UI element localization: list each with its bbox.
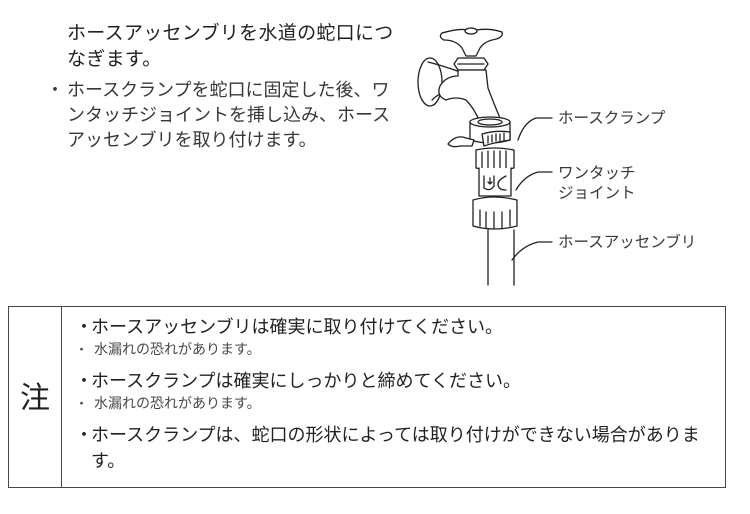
- callout-one-touch-joint-line2: ジョイント: [558, 184, 636, 202]
- note-item: ・ ホースクランプは確実にしっかりと締めてください。 ・ 水漏れの恐れがあります…: [69, 369, 719, 414]
- faucet-illustration: ホースクランプ ワンタッチ ジョイント ホースアッセンブリ: [400, 0, 750, 300]
- note-item: ・ ホースアッセンブリは確実に取り付けてください。 ・ 水漏れの恐れがあります。: [69, 315, 719, 360]
- note-subtext: 水漏れの恐れがあります。: [94, 342, 261, 358]
- instruction-title: ホースアッセンブリを水道の蛇口につなぎます。: [67, 22, 394, 70]
- bullet: ・: [75, 317, 93, 338]
- callout-hose-clamp: ホースクランプ: [558, 109, 666, 127]
- note-subtext: 水漏れの恐れがあります。: [94, 396, 261, 412]
- note-text: ホースクランプは、蛇口の形状によっては取り付けができない場合があります。: [91, 425, 700, 472]
- note-item: ・ ホースクランプは、蛇口の形状によっては取り付けができない場合があります。: [69, 423, 719, 475]
- faucet-hose-diagram-icon: [417, 27, 553, 286]
- callout-one-touch-joint-line1: ワンタッチ: [558, 164, 636, 182]
- sub-bullet: ・: [75, 343, 89, 358]
- note-items: ・ ホースアッセンブリは確実に取り付けてください。 ・ 水漏れの恐れがあります。…: [69, 315, 719, 484]
- sub-bullet: ・: [75, 397, 89, 412]
- bullet: ・: [46, 80, 64, 101]
- note-text: ホースクランプは確実にしっかりと締めてください。: [91, 371, 522, 392]
- note-label: 注: [20, 381, 50, 416]
- note-label-cell: 注: [9, 307, 62, 487]
- bullet: ・: [75, 371, 93, 392]
- note-text: ホースアッセンブリは確実に取り付けてください。: [91, 317, 504, 338]
- callout-hose-assembly: ホースアッセンブリ: [558, 233, 697, 251]
- instruction-text: ホースクランプを蛇口に固定した後、ワンタッチジョイントを挿し込み、ホースアッセン…: [67, 80, 391, 151]
- bullet: ・: [75, 425, 93, 446]
- caution-note-box: 注 ・ ホースアッセンブリは確実に取り付けてください。 ・ 水漏れの恐れがありま…: [8, 306, 726, 488]
